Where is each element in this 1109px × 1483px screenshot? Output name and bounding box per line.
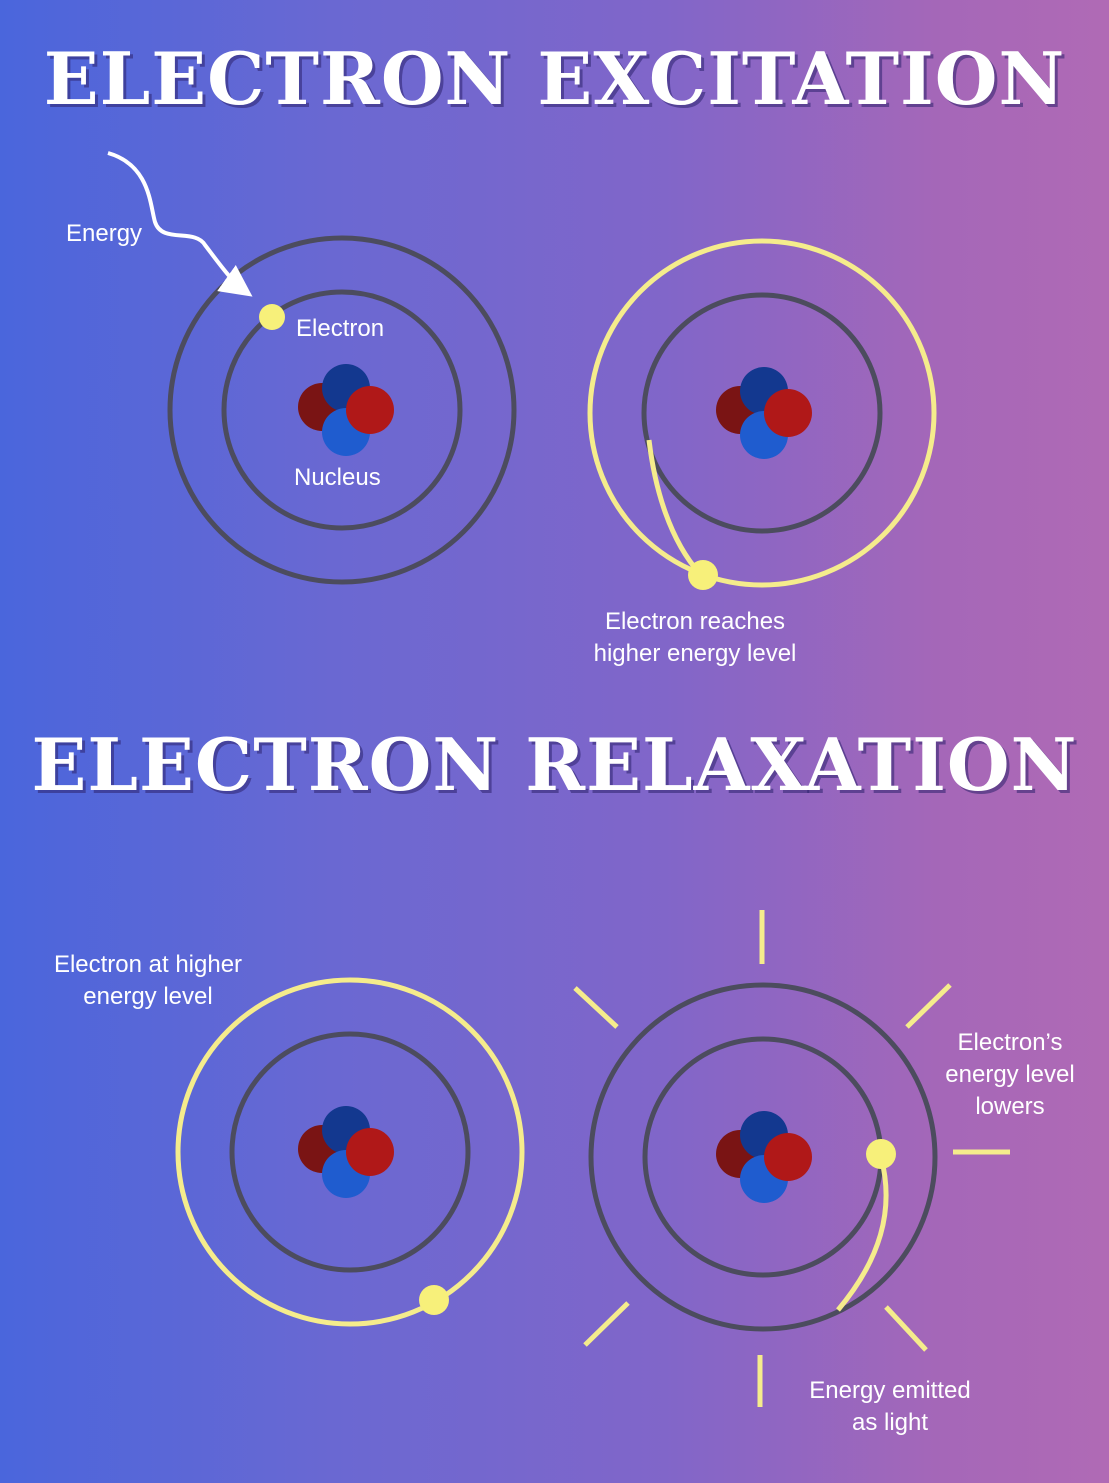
label-line: Electron’s	[957, 1029, 1063, 1056]
electron-dot	[688, 560, 718, 590]
electron-dot	[866, 1139, 896, 1169]
light-rays	[573, 910, 1010, 1407]
electron-dot	[419, 1285, 449, 1315]
label-line: energy level	[945, 1061, 1075, 1088]
label-line: Electron at higher	[53, 951, 243, 978]
label-line: as light	[851, 1409, 929, 1436]
outer-orbit	[588, 982, 938, 1332]
electron-reaches-label: Electron reaches higher energy level	[560, 606, 830, 670]
atom-excited-state	[587, 238, 937, 590]
inner-orbit	[229, 1031, 471, 1273]
inner-orbit	[641, 292, 883, 534]
label-line: energy level	[83, 983, 213, 1010]
energy-label: Energy	[66, 220, 143, 247]
title-electron-relaxation: ELECTRON RELAXATION	[31, 722, 1078, 807]
electron-label: Electron	[296, 315, 385, 342]
electron-at-higher-label: Electron at higher energy level	[28, 949, 268, 1013]
electron-dot	[259, 304, 285, 330]
light-ray	[573, 986, 619, 1029]
nucleus	[298, 364, 394, 456]
transition-path	[836, 1156, 889, 1312]
atom-relaxing	[573, 910, 1010, 1407]
energy-level-lowers-label: Electron’s energy level lowers	[920, 1027, 1100, 1123]
label-line: Electron reaches	[604, 608, 786, 635]
label-line: lowers	[975, 1093, 1045, 1120]
inner-orbit	[221, 289, 463, 531]
outer-orbit	[167, 235, 517, 585]
light-ray	[884, 1305, 928, 1352]
atom-high-energy	[175, 977, 525, 1327]
nucleus	[716, 1111, 812, 1203]
nucleus-label: Nucleus	[294, 464, 381, 491]
atom-ground-state	[107, 151, 517, 585]
outer-orbit-highlighted	[175, 977, 525, 1327]
energy-emitted-label: Energy emitted as light	[780, 1375, 1000, 1439]
outer-orbit-highlighted	[587, 238, 937, 588]
light-ray	[905, 983, 952, 1029]
nucleus	[298, 1106, 394, 1198]
label-line: Energy emitted	[809, 1377, 971, 1404]
light-ray	[583, 1301, 630, 1347]
energy-arrow	[107, 151, 253, 297]
nucleus	[716, 367, 812, 459]
label-line: higher energy level	[593, 640, 797, 667]
title-electron-excitation: ELECTRON EXCITATION	[43, 36, 1066, 121]
transition-path	[646, 439, 702, 576]
